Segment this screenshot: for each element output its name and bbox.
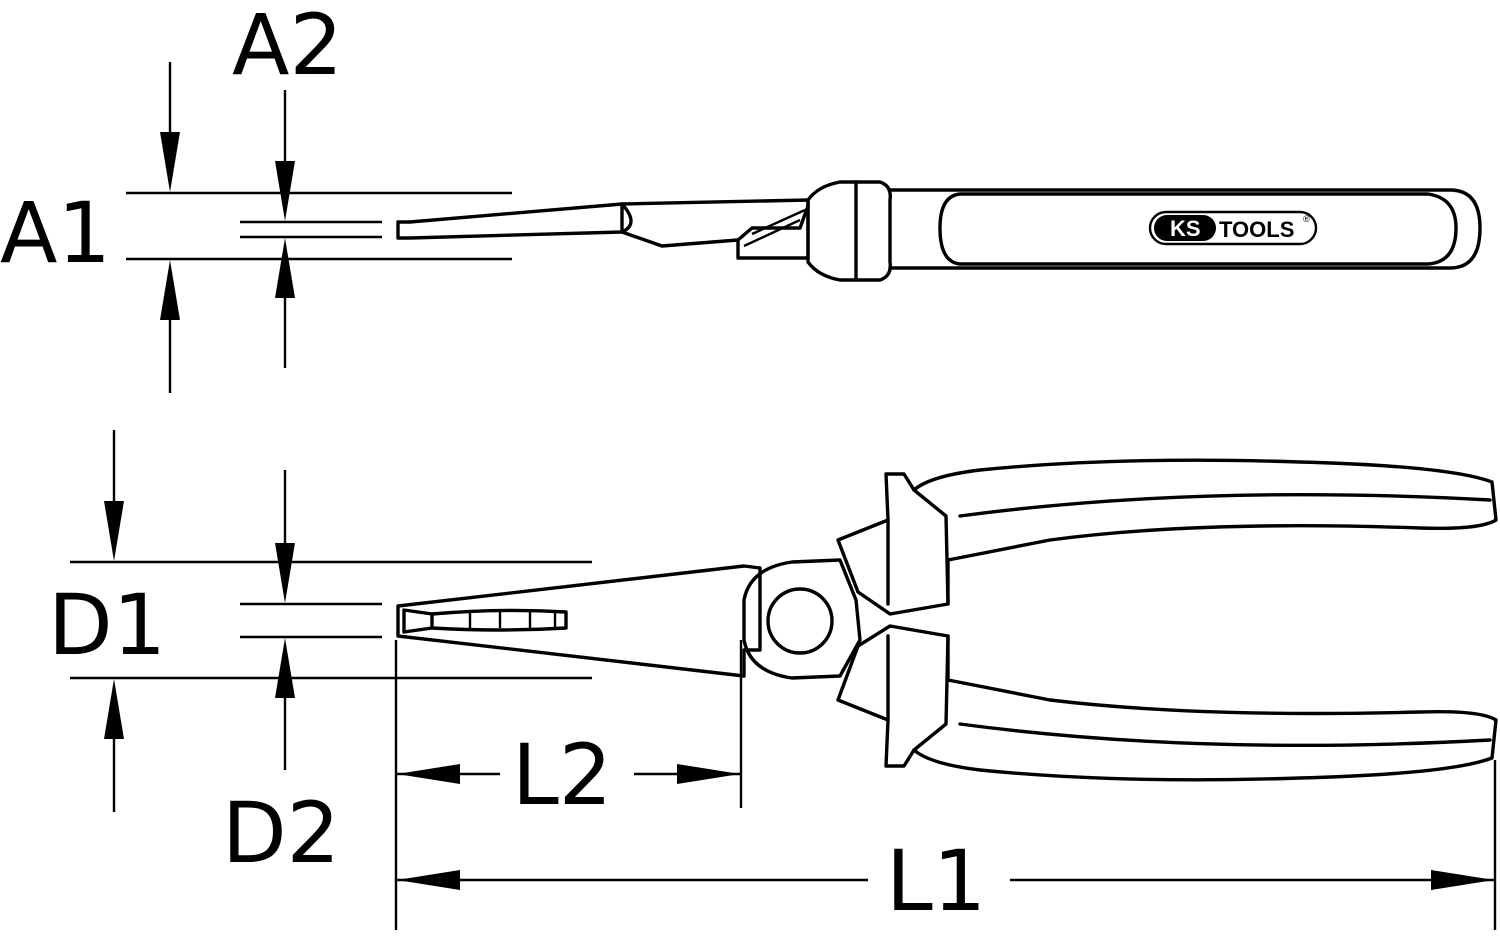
pivot-rivet [766,587,834,655]
front-lower-handle [836,624,1498,782]
front-pivot-body [742,558,862,680]
side-jaw-bevel [620,202,633,234]
label-l2: L2 [512,726,612,824]
a2-arrowhead-top [275,161,295,221]
side-jaw-step [736,204,810,242]
d2-arrowhead-top [275,543,295,603]
lower-handle-grip-line [958,722,1492,748]
logo-registered-mark: ® [1303,214,1310,224]
d1-arrowhead-bottom [104,679,124,739]
label-d2: D2 [222,784,340,882]
logo-ks-background [1154,215,1216,241]
upper-handle-guard [912,488,950,606]
l2-arrowhead-right [677,764,740,784]
l1-arrowhead-left [397,870,460,890]
side-jaw-tip [396,202,624,240]
d2-arrowhead-bottom [275,638,295,698]
ks-tools-logo: KS TOOLS ® [1148,210,1318,246]
pliers-side-view: KS TOOLS ® A2 A1 [0,0,1482,393]
a1-arrowhead-top [160,132,180,192]
side-jaw-hatch-2 [743,218,801,248]
side-collar [806,180,892,282]
logo-tools-text: TOOLS [1219,217,1294,242]
side-jaw-hatch-1 [751,208,806,236]
a2-arrowhead-bottom [275,238,295,298]
side-handle-grip [938,192,1458,266]
a1-arrowhead-bottom [160,260,180,320]
lower-handle-guard [912,634,950,752]
front-upper-handle [836,458,1498,616]
logo-ks-text: KS [1170,216,1201,241]
pliers-front-view: D1 D2 L2 L1 [48,430,1498,930]
label-a2: A2 [232,0,343,94]
l2-arrowhead-left [397,764,460,784]
front-jaw-tip [402,608,434,634]
label-a1: A1 [0,184,111,282]
upper-handle-grip-line [958,492,1492,518]
label-l1: L1 [886,832,986,930]
front-jaw-serration [430,608,568,632]
l1-arrowhead-right [1431,870,1494,890]
front-jaws [396,564,762,678]
d1-arrowhead-top [104,501,124,561]
label-d1: D1 [48,576,166,674]
side-handle [888,188,1482,270]
